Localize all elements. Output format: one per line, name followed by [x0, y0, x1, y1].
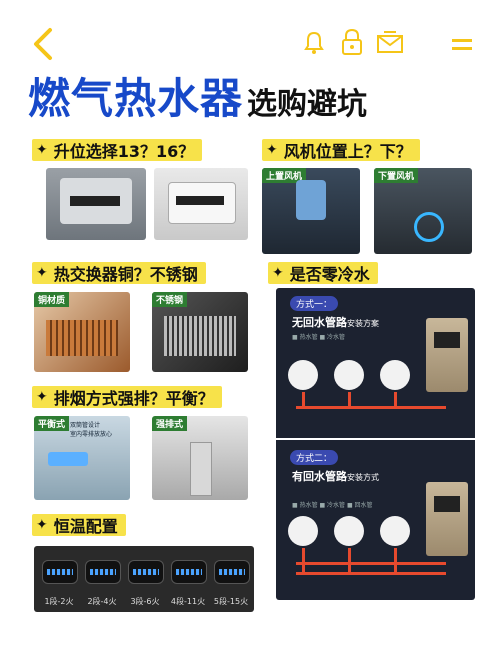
- faucet-icon: [288, 360, 318, 390]
- page-title: 燃气热水器 选购避坑: [28, 70, 367, 126]
- bell-icon[interactable]: [302, 30, 326, 56]
- burner-label: 3段-6火: [130, 597, 160, 606]
- mode2-title: 有回水管路安装方式: [292, 470, 379, 483]
- section-heading-exhaust: ✦ 排烟方式强排？平衡？: [32, 386, 222, 408]
- section-heading-exchanger: ✦ 热交换器铜？不锈钢: [32, 262, 206, 284]
- water-heater-icon: [426, 482, 468, 556]
- forced-exhaust-photo: 强排式: [152, 416, 248, 500]
- tag-copper: 铜材质: [34, 292, 70, 307]
- burner-stage-icon: [214, 560, 250, 584]
- sparkle-icon: ✦: [272, 265, 284, 281]
- mail-icon[interactable]: [376, 30, 404, 54]
- sparkle-icon: ✦: [36, 265, 48, 281]
- tag-forced: 强排式: [152, 416, 188, 431]
- zero-cold-diagram: 方式一： 无回水管路安装方案 ■ 热水管 ■ 冷水管 方式二： 有回水管路安装方…: [276, 288, 475, 600]
- menu-icon[interactable]: [452, 38, 472, 52]
- burner-stage-icon: [85, 560, 121, 584]
- faucet-icon: [334, 360, 364, 390]
- tag-steel: 不锈钢: [152, 292, 188, 307]
- burner-stage-icon: [42, 560, 78, 584]
- section-heading-upgrade: ✦ 升位选择13？16？: [32, 139, 203, 161]
- balanced-flue-photo: 平衡式 双筒管设计 室内零排放放心: [34, 416, 130, 500]
- section-heading-zero-cold: ✦ 是否零冷水: [268, 262, 378, 284]
- water-heater-icon: [426, 318, 468, 392]
- gas-meter-photo-1: [46, 168, 146, 240]
- tag-fan-up: 上置风机: [262, 168, 307, 183]
- burner-stage-icon: [171, 560, 207, 584]
- burner-label: 4段-11火: [170, 597, 206, 606]
- section-heading-thermostat: ✦ 恒温配置: [32, 514, 126, 536]
- shower-icon: [380, 516, 410, 546]
- gas-meter-photo-2: [154, 168, 248, 240]
- steel-exchanger-photo: 不锈钢: [152, 292, 248, 372]
- faucet-icon: [334, 516, 364, 546]
- balanced-note: 双筒管设计 室内零排放放心: [70, 422, 113, 438]
- mode2-legend: ■ 热水管 ■ 冷水管 ■ 回水管: [292, 502, 373, 509]
- sparkle-icon: ✦: [266, 142, 278, 158]
- sparkle-icon: ✦: [36, 389, 48, 405]
- burner-label: 2段-4火: [87, 597, 117, 606]
- title-main: 燃气热水器: [28, 74, 244, 123]
- mode2-pill: 方式二：: [290, 450, 339, 465]
- title-sub: 选购避坑: [247, 87, 368, 122]
- mode1-pill: 方式一：: [290, 296, 339, 311]
- tag-fan-down: 下置风机: [374, 168, 419, 183]
- shower-icon: [380, 360, 410, 390]
- section-heading-fan: ✦ 风机位置上？下？: [262, 139, 420, 161]
- burner-stages: 1段-2火 2段-4火 3段-6火 4段-11火 5段-15火: [34, 546, 254, 612]
- fan-top-photo: 上置风机: [262, 168, 360, 254]
- sparkle-icon: ✦: [36, 517, 48, 533]
- faucet-icon: [288, 516, 318, 546]
- tag-balanced: 平衡式: [34, 416, 70, 431]
- lock-icon[interactable]: [340, 28, 364, 56]
- back-chevron-icon[interactable]: [28, 26, 58, 62]
- mode1-legend: ■ 热水管 ■ 冷水管: [292, 334, 346, 341]
- sparkle-icon: ✦: [36, 142, 48, 158]
- burner-stage-icon: [128, 560, 164, 584]
- fan-bottom-photo: 下置风机: [374, 168, 472, 254]
- burner-label: 5段-15火: [213, 597, 249, 606]
- burner-label: 1段-2火: [44, 597, 74, 606]
- mode1-title: 无回水管路安装方案: [292, 316, 379, 329]
- copper-exchanger-photo: 铜材质: [34, 292, 130, 372]
